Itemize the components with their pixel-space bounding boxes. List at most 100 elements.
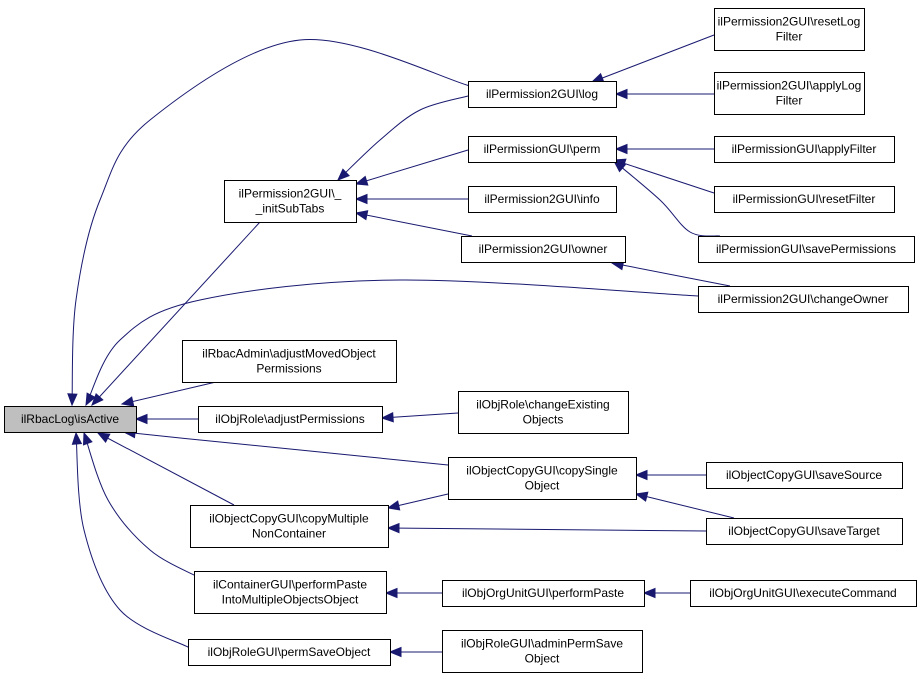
- node-label-line: ilPermission2GUI\_: [239, 187, 342, 201]
- arrow-head: [634, 491, 649, 502]
- edge-saveTarget-to-copyMultiple: [386, 522, 707, 534]
- node-adjustPermissions[interactable]: ilObjRole\adjustPermissions: [198, 406, 383, 433]
- node-box: [188, 639, 391, 666]
- node-label-line: ilObjRoleGUI\permSaveObject: [208, 645, 371, 659]
- edge-line: [97, 432, 235, 506]
- node-permSaveObject[interactable]: ilObjRoleGUI\permSaveObject: [188, 639, 391, 666]
- node-label-line: ilObjectCopyGUI\saveTarget: [728, 524, 880, 538]
- node-label-line: ilPermission2GUI\info: [484, 192, 600, 206]
- edge-line: [85, 279, 699, 406]
- edge-log-to-root: [67, 39, 471, 407]
- edge-line: [635, 493, 735, 519]
- edge-line: [121, 381, 217, 405]
- nodes-layer: ilRbacLog\isActive ilPermission2GUI\__ini…: [4, 8, 917, 673]
- node-applyFilter[interactable]: ilPermissionGUI\applyFilter: [714, 136, 895, 163]
- node-label-line: ilPermission2GUI\owner: [479, 242, 608, 256]
- arrow-head: [354, 193, 368, 205]
- node-label-line: ilPermission2GUI\log: [486, 87, 598, 101]
- node-box: [461, 236, 626, 263]
- node-label-line: Filter: [776, 30, 803, 44]
- node-info[interactable]: ilPermission2GUI\info: [468, 186, 617, 213]
- node-box: [698, 236, 915, 263]
- arrow-head: [590, 72, 605, 83]
- arrow-head: [614, 143, 628, 155]
- node-box: [714, 8, 865, 51]
- node-initSubTabs[interactable]: ilPermission2GUI\__initSubTabs: [224, 180, 357, 223]
- node-box: [194, 571, 387, 614]
- node-box: [458, 391, 629, 434]
- node-label-line: Objects: [523, 413, 564, 427]
- edge-log-to-initSubTabs: [337, 95, 469, 181]
- node-box: [714, 136, 895, 163]
- arrow-head: [384, 587, 398, 599]
- node-label-line: NonContainer: [252, 527, 326, 541]
- node-label-line: ilObjRole\changeExisting: [476, 398, 609, 412]
- node-label-line: ilPermissionGUI\perm: [484, 142, 601, 156]
- arrow-head: [91, 393, 104, 406]
- node-savePermissions[interactable]: ilPermissionGUI\savePermissions: [698, 236, 915, 263]
- node-owner[interactable]: ilPermission2GUI\owner: [461, 236, 626, 263]
- node-label-line: IntoMultipleObjectsObject: [222, 593, 359, 607]
- node-executeCommand[interactable]: ilObjOrgUnitGUI\executeCommand: [690, 580, 917, 607]
- edge-changeOwner-to-root: [85, 279, 699, 407]
- node-orgPerformPaste[interactable]: ilObjOrgUnitGUI\performPaste: [442, 580, 645, 607]
- node-resetFilter[interactable]: ilPermissionGUI\resetFilter: [714, 186, 895, 213]
- node-label-line: ilObjOrgUnitGUI\executeCommand: [709, 586, 896, 600]
- edge-saveSource-to-copySingle: [634, 469, 706, 481]
- node-box: [224, 180, 357, 223]
- arrow-head: [354, 210, 369, 221]
- node-box: [714, 186, 895, 213]
- edge-saveTarget-to-copySingle: [634, 491, 735, 519]
- node-changeOwner[interactable]: ilPermission2GUI\changeOwner: [698, 286, 909, 313]
- edge-executeCommand-to-orgPerformPaste: [642, 587, 690, 599]
- arrow-head: [612, 160, 627, 173]
- edge-line: [611, 262, 731, 287]
- edge-line: [71, 39, 471, 406]
- edge-line: [123, 431, 449, 466]
- node-label-line: ilPermissionGUI\resetFilter: [733, 192, 876, 206]
- arrow-head: [337, 168, 350, 181]
- node-label-line: ilPermissionGUI\savePermissions: [716, 242, 896, 256]
- edge-owner-to-initSubTabs: [354, 210, 473, 237]
- arrow-head: [71, 431, 83, 445]
- edge-adjustPermissions-to-root: [134, 413, 198, 425]
- node-label-line: ilObjectCopyGUI\copySingle: [466, 464, 618, 478]
- edge-adjustMoved-to-root: [120, 381, 217, 407]
- node-perm[interactable]: ilPermissionGUI\perm: [468, 136, 617, 163]
- node-performPasteMulti[interactable]: ilContainerGUI\performPasteIntoMultipleO…: [194, 571, 387, 614]
- node-saveTarget[interactable]: ilObjectCopyGUI\saveTarget: [706, 518, 903, 545]
- node-box: [442, 630, 643, 673]
- node-log[interactable]: ilPermission2GUI\log: [468, 81, 617, 108]
- arrow-head: [388, 646, 402, 658]
- node-box: [182, 340, 397, 383]
- edge-line: [83, 432, 201, 579]
- node-label-line: ilObjRole\adjustPermissions: [215, 412, 364, 426]
- edge-changeExisting-to-adjustPermissions: [380, 412, 459, 423]
- edge-line: [591, 34, 715, 83]
- node-root[interactable]: ilRbacLog\isActive: [4, 406, 137, 433]
- arrow-head: [120, 396, 135, 407]
- edge-line: [75, 432, 191, 649]
- node-box: [448, 457, 637, 500]
- edge-info-to-initSubTabs: [354, 193, 468, 205]
- node-label-line: ilObjOrgUnitGUI\performPaste: [462, 586, 624, 600]
- node-box: [468, 136, 617, 163]
- node-label-line: Object: [525, 652, 560, 666]
- edge-line: [91, 221, 261, 406]
- edge-line: [355, 212, 473, 237]
- edge-resetFilter-to-perm: [612, 158, 715, 194]
- edges-layer: [67, 34, 735, 658]
- node-saveSource[interactable]: ilObjectCopyGUI\saveSource: [706, 462, 903, 489]
- edge-adminPermSave-to-permSaveObject: [388, 646, 442, 658]
- node-box: [468, 81, 617, 108]
- node-label-line: ilRbacAdmin\adjustMovedObject: [202, 347, 376, 361]
- node-box: [698, 286, 909, 313]
